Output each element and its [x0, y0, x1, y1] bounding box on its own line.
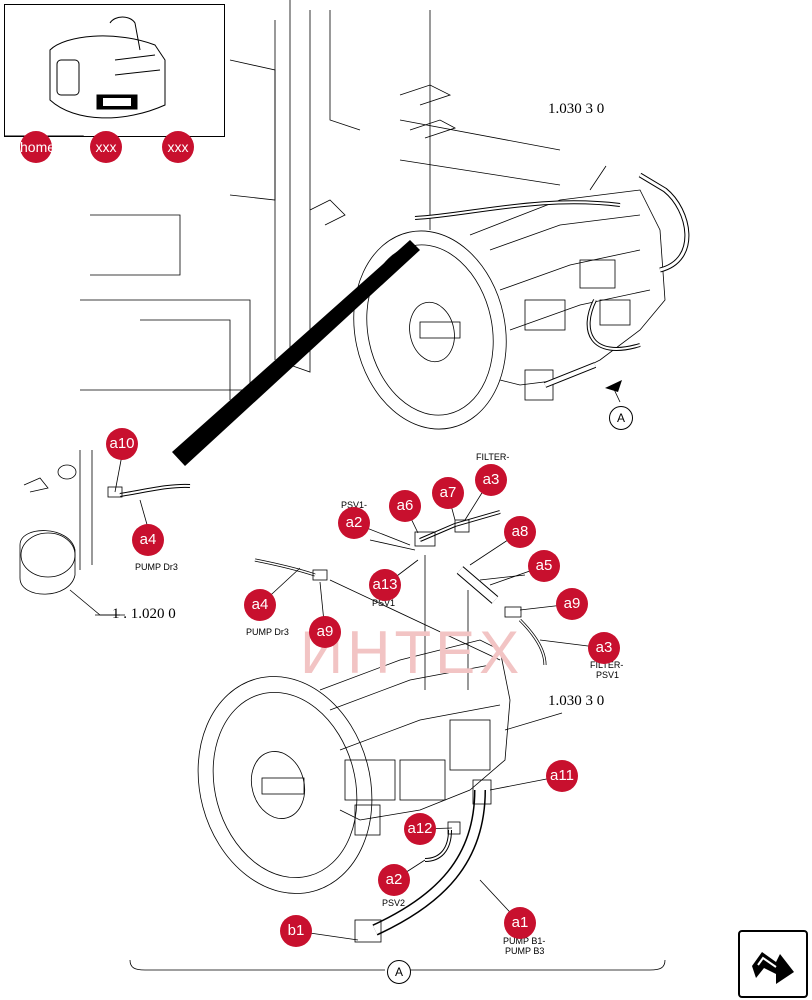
label-pump-b3-line2: PUMP B3	[505, 946, 545, 956]
reference-left[interactable]: 1 . 1.020 0	[112, 606, 176, 622]
callout-a5[interactable]: a5	[528, 550, 560, 582]
callout-a8[interactable]: a8	[504, 516, 536, 548]
reference-top[interactable]: 1.030 3 0	[548, 101, 605, 117]
label-psv1-right-line2: PSV1	[596, 670, 620, 680]
excavator-thumbnail-icon	[4, 16, 166, 151]
callout-a9-mid[interactable]: a9	[309, 616, 341, 648]
callout-a13[interactable]: a13	[369, 569, 401, 601]
reference-middle[interactable]: 1.030 3 0	[548, 693, 605, 709]
callout-a7[interactable]: a7	[432, 477, 464, 509]
callout-a10[interactable]: a10	[106, 428, 138, 460]
callout-a2-top[interactable]: a2	[338, 507, 370, 539]
callout-a12[interactable]: a12	[404, 813, 436, 845]
view-marker-top: A	[609, 406, 633, 430]
home-button[interactable]: home	[20, 131, 55, 163]
callout-a3-top[interactable]: a3	[475, 464, 507, 496]
previous-page-button[interactable]: xxx	[90, 131, 122, 163]
label-psv1-right-line1: FILTER-	[590, 660, 624, 670]
callout-a1[interactable]: a1	[504, 907, 536, 939]
view-marker-bottom: A	[387, 960, 411, 984]
callout-a6[interactable]: a6	[389, 490, 421, 522]
callout-a3-right[interactable]: a3	[588, 632, 620, 664]
label-pump-dr3-left: PUMP Dr3	[135, 562, 178, 572]
next-sheet-arrow-icon[interactable]	[738, 930, 808, 998]
callout-a4-mid[interactable]: a4	[244, 589, 276, 621]
label-psv-top: PSV1-	[341, 500, 368, 510]
callout-a2-bottom[interactable]: a2	[378, 864, 410, 896]
label-psv2: PSV2	[382, 898, 406, 908]
callout-a4-top[interactable]: a4	[132, 524, 164, 556]
next-page-button[interactable]: xxx	[162, 131, 194, 163]
callout-b1[interactable]: b1	[280, 915, 312, 947]
label-psv1-mid: PSV1	[372, 598, 396, 608]
label-pump-b3-line1: PUMP B1-	[503, 936, 546, 946]
label-pump-dr3-mid: PUMP Dr3	[246, 627, 289, 637]
callout-a9-right[interactable]: a9	[556, 588, 588, 620]
label-filter-top: FILTER-	[476, 452, 510, 462]
callout-a11[interactable]: a11	[546, 760, 578, 792]
machine-thumbnail-panel	[4, 4, 225, 151]
